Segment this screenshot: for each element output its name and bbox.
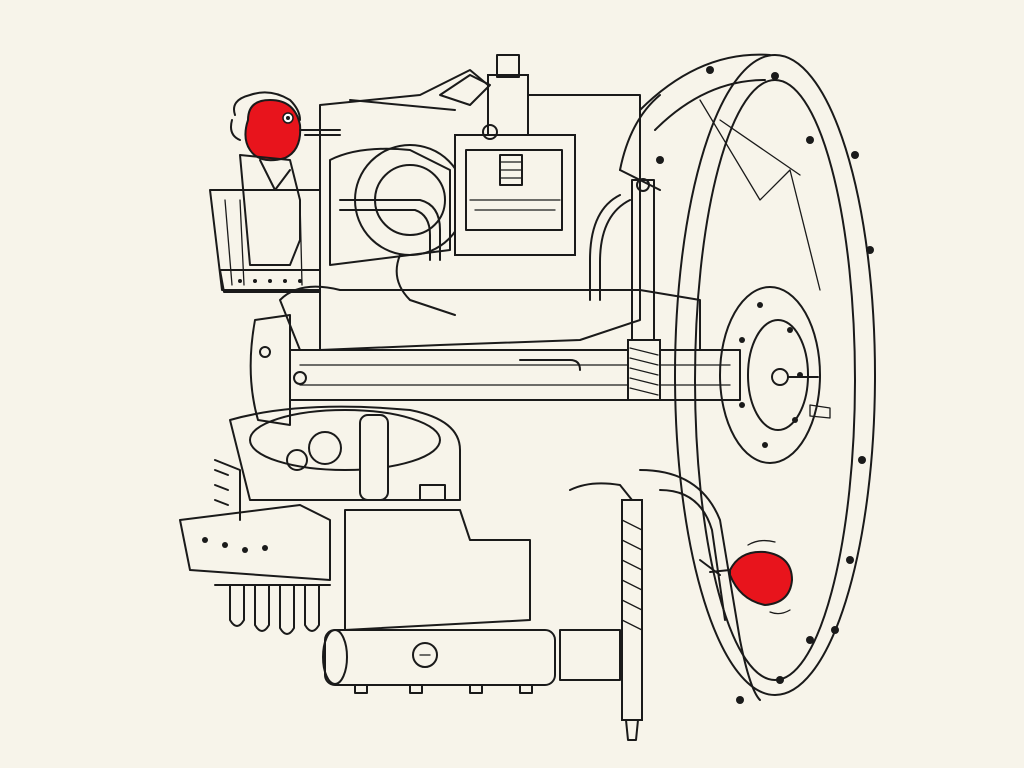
test-tube-rack — [214, 584, 331, 635]
operator-figure — [230, 91, 341, 266]
balloon-icon — [709, 539, 794, 615]
red-face-icon — [244, 98, 302, 162]
boiler-cylinder — [322, 629, 621, 694]
pipes — [339, 99, 631, 371]
flywheel-hub — [719, 286, 831, 464]
flywheel-ring — [619, 53, 876, 704]
screw-jack — [569, 482, 643, 741]
glass-tank — [439, 54, 576, 256]
flywheel-bolts — [656, 66, 874, 704]
vertical-rod — [631, 178, 655, 341]
operator-platform — [209, 189, 321, 293]
lower-housing — [639, 469, 761, 701]
helical-gear — [627, 339, 661, 401]
lower-assembly — [179, 405, 461, 581]
central-box — [344, 484, 531, 631]
